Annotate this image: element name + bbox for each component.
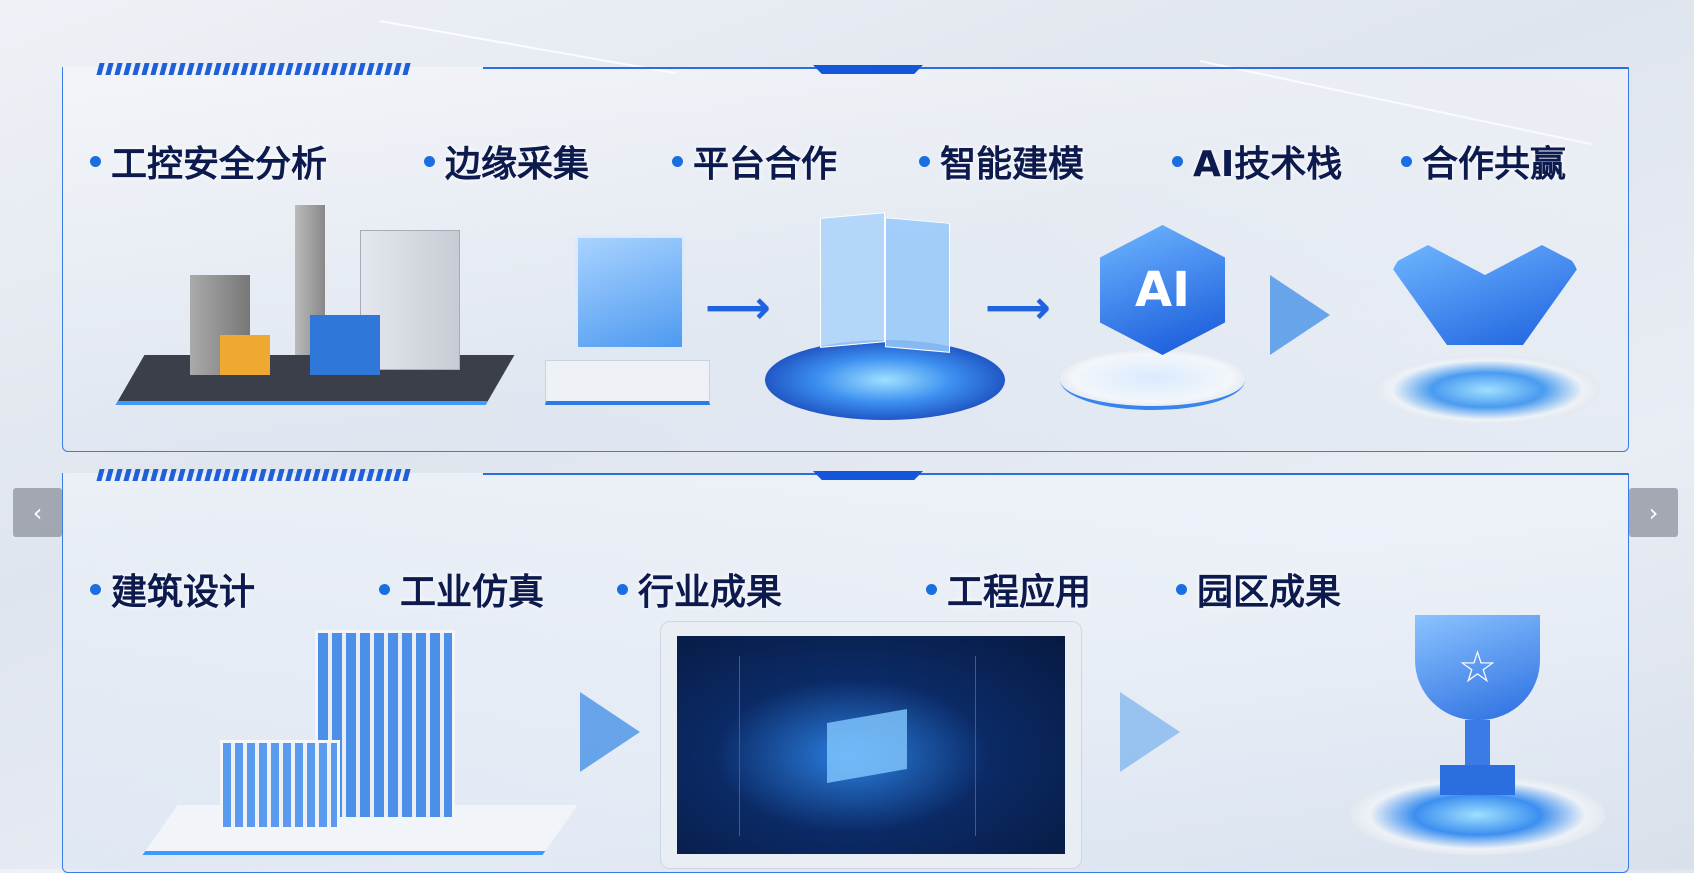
label-text: 合作共赢 (1422, 144, 1567, 185)
label-industry-results: 行业成果 (617, 563, 782, 615)
background-streak (379, 20, 676, 75)
frame-line (483, 67, 1628, 69)
frame-line (483, 473, 1628, 475)
industrial-machine-icon (115, 205, 515, 425)
label-platform-cooperation: 平台合作 (672, 135, 837, 187)
arrow-right-icon (1270, 275, 1330, 355)
arrow-right-icon: ⟶ (705, 280, 771, 334)
label-ics-security: 工控安全分析 (90, 135, 327, 187)
document-platform-icon (765, 212, 1005, 425)
label-text: 平台合作 (693, 144, 838, 185)
label-text: 工程应用 (947, 572, 1092, 613)
label-ai-stack: AI技术栈 (1172, 135, 1342, 187)
frame-dashes (96, 469, 411, 481)
trophy-icon: ☆ (1350, 610, 1605, 869)
label-park-results: 园区成果 (1176, 563, 1341, 615)
label-text: 工控安全分析 (111, 144, 328, 185)
label-industrial-simulation: 工业仿真 (379, 563, 544, 615)
frame-tab (813, 65, 923, 74)
label-engineering-application: 工程应用 (926, 563, 1091, 615)
label-win-win: 合作共赢 (1401, 135, 1566, 187)
arrow-right-icon: ⟶ (985, 280, 1051, 334)
label-intelligent-modeling: 智能建模 (919, 135, 1084, 187)
label-text: 行业成果 (638, 572, 783, 613)
label-text: AI技术栈 (1193, 144, 1343, 185)
arrow-right-icon (580, 692, 640, 772)
ai-hexagon-icon: AI (1060, 225, 1245, 420)
handshake-icon (1370, 240, 1600, 435)
dashboard-screen-icon (660, 621, 1082, 869)
label-text: 园区成果 (1197, 572, 1342, 613)
label-edge-collection: 边缘采集 (424, 135, 589, 187)
label-text: 边缘采集 (445, 144, 590, 185)
carousel-prev-button[interactable]: ‹ (13, 488, 62, 537)
carousel-next-button[interactable]: › (1629, 488, 1678, 537)
star-icon: ☆ (1415, 615, 1540, 720)
frame-dashes (96, 63, 411, 75)
label-text: 建筑设计 (111, 572, 256, 613)
arrow-right-icon (1120, 692, 1180, 772)
label-building-design: 建筑设计 (90, 563, 255, 615)
monitor-chart-icon (545, 235, 710, 415)
building-icon (142, 630, 578, 865)
label-text: 智能建模 (940, 144, 1085, 185)
label-text: 工业仿真 (400, 572, 545, 613)
frame-tab (813, 471, 923, 480)
